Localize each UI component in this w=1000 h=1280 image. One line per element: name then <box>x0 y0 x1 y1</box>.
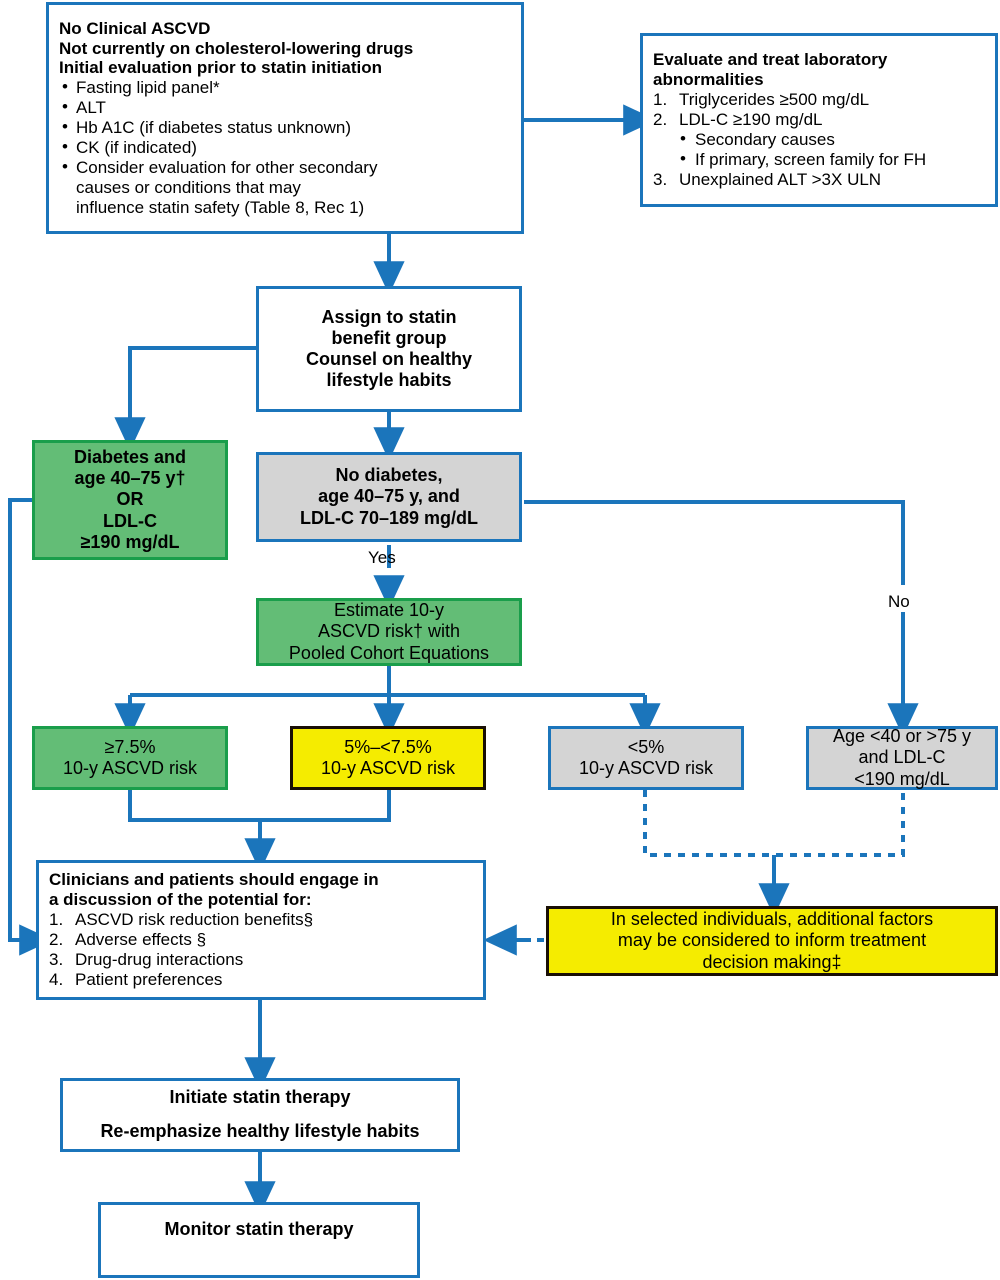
heading-line: Not currently on cholesterol-lowering dr… <box>59 38 414 58</box>
edge-label-no: No <box>888 592 910 611</box>
text-line: ≥7.5% <box>104 736 156 757</box>
text-line: 5%–<7.5% <box>344 736 432 757</box>
initial-evaluation-continuation: causes or conditions that may influence … <box>59 178 511 218</box>
list-number: 2. <box>653 110 668 130</box>
evaluate-lab-list: 1. Triglycerides ≥500 mg/dL 2. LDL-C ≥190 … <box>653 90 985 130</box>
list-item: Consider evaluation for other secondary <box>59 157 511 178</box>
text-line: Re-emphasize healthy lifestyle habits <box>100 1121 420 1142</box>
text-line: decision making‡ <box>702 951 842 972</box>
text-line: ASCVD risk† with <box>317 621 461 642</box>
list-number: 2. <box>49 930 64 949</box>
list-item: 1. ASCVD risk reduction benefits§ <box>49 910 473 930</box>
list-number: 3. <box>653 169 668 189</box>
heading-line: a discussion of the potential for: <box>49 890 312 910</box>
heading-line: No Clinical ASCVD <box>59 18 211 38</box>
text-line: benefit group <box>331 327 447 348</box>
discussion-heading: Clinicians and patients should engage in… <box>49 870 473 910</box>
continuation-line: causes or conditions that may <box>76 177 301 197</box>
node-no-diabetes-in-range[interactable]: No diabetes, age 40–75 y, and LDL-C 70–1… <box>256 452 522 542</box>
text-line: In selected individuals, additional fact… <box>610 909 934 930</box>
list-text: LDL-C ≥190 mg/dL <box>679 110 823 130</box>
edge-assign-to-diabetes <box>114 346 256 451</box>
list-item: 4. Patient preferences <box>49 970 473 990</box>
list-item: 1. Triglycerides ≥500 mg/dL <box>653 90 985 110</box>
initial-evaluation-heading: No Clinical ASCVD Not currently on chole… <box>59 19 511 79</box>
list-item: 2. LDL-C ≥190 mg/dL <box>653 110 985 130</box>
text-line: ≥190 mg/dL <box>80 531 180 552</box>
node-initial-evaluation[interactable]: No Clinical ASCVD Not currently on chole… <box>46 2 524 234</box>
list-text: Unexplained ALT >3X ULN <box>679 169 882 189</box>
list-text: Triglycerides ≥500 mg/dL <box>679 90 870 110</box>
text-line: LDL-C <box>103 510 157 531</box>
text-line: age 40–75 y, and <box>318 486 460 507</box>
list-item: Hb A1C (if diabetes status unknown) <box>59 117 511 138</box>
discussion-list: 1. ASCVD risk reduction benefits§ 2. Adver… <box>49 910 473 990</box>
list-number: 3. <box>49 949 64 969</box>
text-line: OR <box>116 489 144 510</box>
text-line: No diabetes, <box>335 465 443 486</box>
node-evaluate-lab-abnormalities[interactable]: Evaluate and treat laboratory abnormalit… <box>640 33 998 207</box>
text-line: Pooled Cohort Equations <box>288 642 490 663</box>
edge-highrisk-to-discussion <box>128 790 276 872</box>
node-additional-factors[interactable]: In selected individuals, additional fact… <box>546 906 998 976</box>
list-text: Adverse effects § <box>75 930 207 949</box>
text-line: 10-y ASCVD risk <box>578 758 714 778</box>
text-line: Assign to statin <box>321 306 457 327</box>
heading-line: Clinicians and patients should engage in <box>49 870 379 890</box>
edge-midrisk-to-discussion <box>260 790 391 822</box>
text-line: Diabetes and <box>73 447 187 468</box>
list-number: 1. <box>653 90 668 110</box>
text-line: Initiate statin therapy <box>169 1087 351 1108</box>
list-item: 3. Unexplained ALT >3X ULN <box>653 170 985 190</box>
evaluate-lab-subitems: Secondary causes If primary, screen fami… <box>653 129 985 170</box>
list-text: ASCVD risk reduction benefits§ <box>75 910 314 930</box>
text-line: <5% <box>627 736 665 757</box>
node-clinician-patient-discussion[interactable]: Clinicians and patients should engage in… <box>36 860 486 1000</box>
list-item: 2. Adverse effects § <box>49 930 473 950</box>
text-line: 10-y ASCVD risk <box>62 758 198 778</box>
list-text: Drug-drug interactions <box>75 949 244 969</box>
text-line: LDL-C 70–189 mg/dL <box>299 507 479 528</box>
heading-line: Initial evaluation prior to statin initi… <box>59 58 383 78</box>
text-line: 10-y ASCVD risk <box>320 758 456 778</box>
text-line: <190 mg/dL <box>854 768 950 789</box>
node-initiate-statin-therapy[interactable]: Initiate statin therapy Re-emphasize hea… <box>60 1078 460 1152</box>
node-risk-low[interactable]: <5% 10-y ASCVD risk <box>548 726 744 790</box>
text-line: Monitor statin therapy <box>164 1219 354 1239</box>
text-line: age 40–75 y† <box>74 468 186 489</box>
heading-line: abnormalities <box>653 70 764 90</box>
list-number: 1. <box>49 910 64 930</box>
text-line: Counsel on healthy <box>305 349 473 369</box>
node-estimate-10y-risk[interactable]: Estimate 10-y ASCVD risk† with Pooled Co… <box>256 598 522 666</box>
sub-list-item: If primary, screen family for FH <box>653 149 985 170</box>
sub-list-item: Secondary causes <box>653 129 985 150</box>
initial-evaluation-bullets: Fasting lipid panel* ALT Hb A1C (if diab… <box>59 77 511 178</box>
text-line: Age <40 or >75 y <box>832 726 972 747</box>
node-assign-statin-benefit-group[interactable]: Assign to statin benefit group Counsel o… <box>256 286 522 412</box>
text-line: and LDL-C <box>858 747 946 768</box>
node-risk-high[interactable]: ≥7.5% 10-y ASCVD risk <box>32 726 228 790</box>
edge-label-yes: Yes <box>368 548 396 567</box>
evaluate-lab-heading: Evaluate and treat laboratory abnormalit… <box>653 50 985 90</box>
list-item: Fasting lipid panel* <box>59 77 511 98</box>
list-item: 3. Drug-drug interactions <box>49 950 473 970</box>
continuation-line: influence statin safety (Table 8, Rec 1) <box>76 197 365 217</box>
edge-diabetes-to-discussion <box>8 498 53 956</box>
edge-nodiabetes-no-stub <box>524 500 905 585</box>
list-text: Patient preferences <box>75 969 223 989</box>
list-item: CK (if indicated) <box>59 137 511 158</box>
text-line: lifestyle habits <box>326 370 452 391</box>
text-line: may be considered to inform treatment <box>617 930 927 951</box>
edge-dotted-lowrisk-agebox <box>643 790 905 857</box>
evaluate-lab-list-tail: 3. Unexplained ALT >3X ULN <box>653 170 985 190</box>
node-monitor-statin-therapy[interactable]: Monitor statin therapy <box>98 1202 420 1278</box>
text-line: Estimate 10-y <box>333 600 445 621</box>
node-age-out-of-range[interactable]: Age <40 or >75 y and LDL-C <190 mg/dL <box>806 726 998 790</box>
heading-line: Evaluate and treat laboratory <box>653 50 888 70</box>
node-diabetes-or-high-ldl[interactable]: Diabetes and age 40–75 y† OR LDL-C ≥190 … <box>32 440 228 560</box>
list-number: 4. <box>49 969 64 989</box>
list-item: ALT <box>59 97 511 118</box>
node-risk-intermediate[interactable]: 5%–<7.5% 10-y ASCVD risk <box>290 726 486 790</box>
